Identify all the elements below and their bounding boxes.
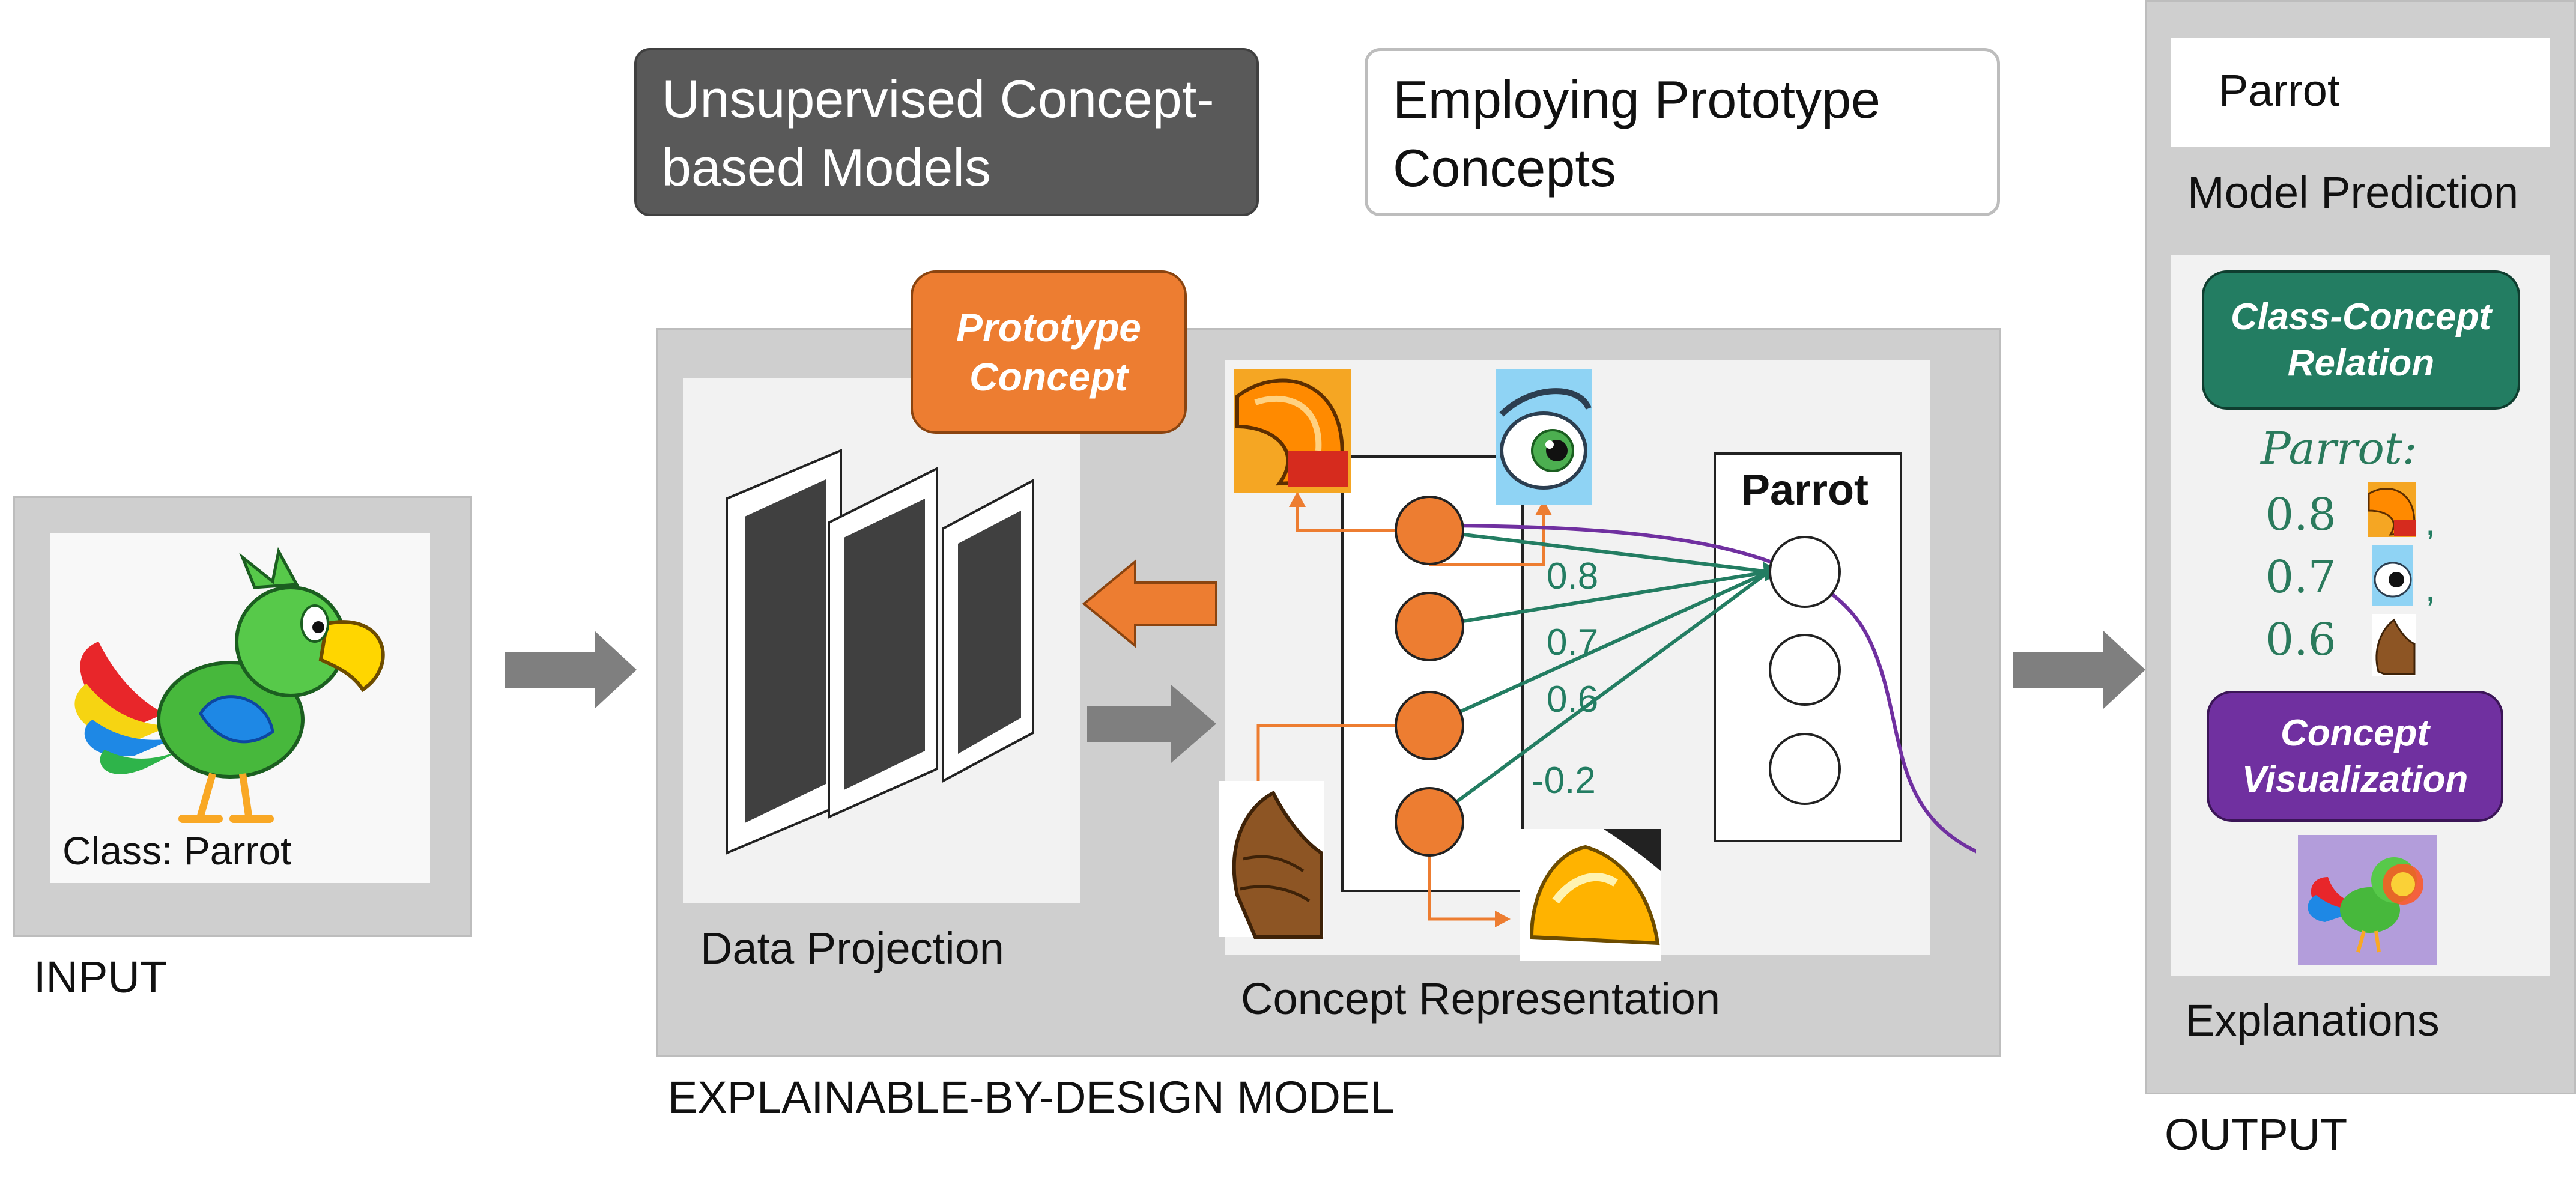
relation-separator: , [2425,502,2435,542]
projection-layer-1 [726,448,842,855]
relation-value: 0.7 [2265,551,2336,603]
input-image-frame [50,533,430,883]
class-node-label: Parrot [1741,466,1868,514]
header-prototype-concepts: Employing Prototype Concepts [1365,48,2000,216]
arrow-projection-to-concepts [1087,685,1216,763]
class-node [1769,536,1841,608]
projection-layers-icon [726,448,1034,855]
output-caption: OUTPUT [2165,1110,2348,1159]
concept-visualization-text: Concept Visualization [2241,712,2468,801]
header-prototype-text: Employing Prototype Concepts [1393,70,1880,198]
relation-class-label: Parrot: [2261,423,2417,475]
prototype-concept-badge: Prototype Concept [911,270,1187,434]
data-projection-label: Data Projection [700,923,1004,973]
parrot-heatmap-icon [2298,835,2437,965]
edge-weight: -0.2 [1532,760,1596,801]
class-node [1769,634,1841,706]
header-unsupervised-models: Unsupervised Concept-based Models [634,48,1259,216]
projection-layer-3 [942,478,1034,783]
class-node [1769,733,1841,805]
header-unsupervised-text: Unsupervised Concept-based Models [662,69,1214,198]
prototype-concept-text: Prototype Concept [956,305,1142,399]
concept-node [1395,592,1464,661]
parrot-illustration [74,547,385,823]
relation-value: 0.6 [2265,614,2336,666]
class-concept-relation-badge: Class-Concept Relation [2202,270,2520,410]
relation-separator: , [2425,568,2435,609]
prediction-value: Parrot [2219,65,2340,115]
input-caption: INPUT [34,952,167,1002]
concept-node [1395,496,1464,565]
explanations-caption: Explanations [2185,995,2440,1045]
edge-weight: 0.8 [1547,556,1598,597]
prediction-caption: Model Prediction [2187,168,2519,217]
concept-representation-label: Concept Representation [1241,974,1721,1024]
arrow-input-to-model [505,631,637,709]
eye-icon [1496,369,1592,505]
relation-value: 0.8 [2265,489,2336,541]
edge-weight: 0.6 [1547,679,1598,720]
prediction-box: Parrot [2171,38,2550,147]
projection-layer-2 [828,466,938,819]
concept-network-diagram: Parrot 0.8 0.7 0.6 -0.2 [1219,369,1976,961]
edge-weight: 0.7 [1547,622,1598,663]
arrow-prototype-feedback [1082,559,1217,649]
input-class-label: Class: Parrot [62,828,292,873]
relation-concept-icons: , , [2368,482,2435,676]
feather-icon [1520,829,1661,961]
concept-visualization-badge: Concept Visualization [2207,691,2503,822]
beak-icon [1234,369,1351,493]
foot-icon [2372,614,2416,676]
eye-icon [2372,545,2413,606]
model-caption: EXPLAINABLE-BY-DESIGN MODEL [668,1072,1395,1122]
concept-node [1395,787,1464,857]
foot-icon [1219,781,1324,939]
beak-icon [2368,482,2416,537]
explanation-link-curve [1429,524,1976,854]
class-concept-relation-text: Class-Concept Relation [2230,296,2492,384]
arrow-model-to-output [2013,631,2145,709]
concept-node [1395,691,1464,760]
